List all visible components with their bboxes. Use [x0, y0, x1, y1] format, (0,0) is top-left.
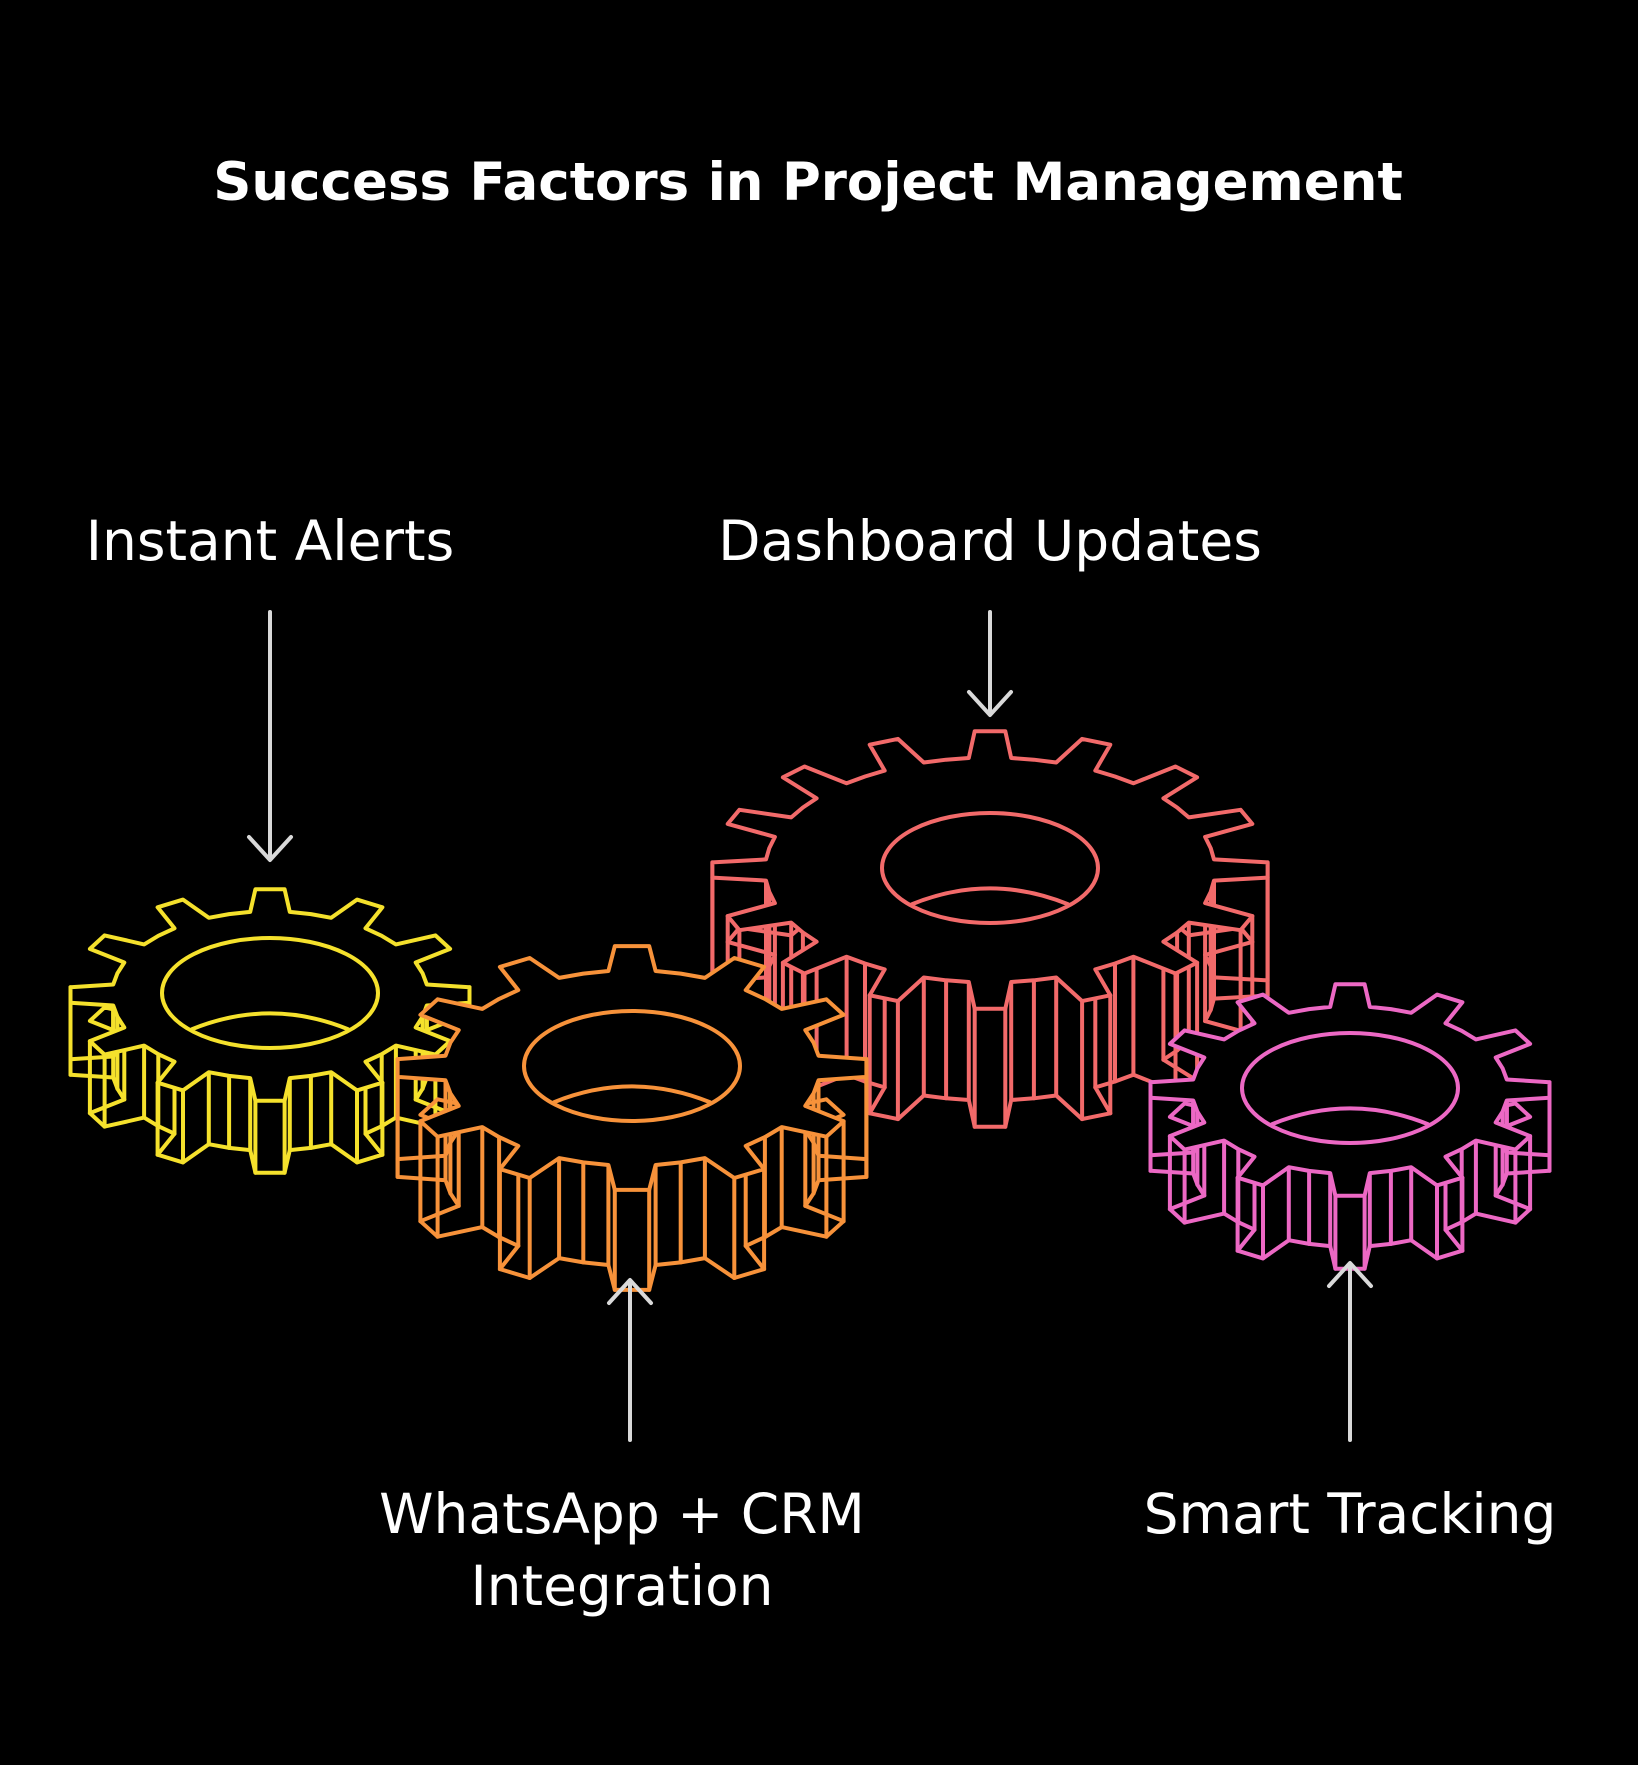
gear-hole-inner-edge: [190, 1011, 350, 1032]
gear-hole-inner-edge: [910, 886, 1070, 907]
instant-alerts-arrow: [247, 610, 293, 862]
instant-alerts-gear-icon: [68, 887, 472, 1175]
instant-alerts-label: Instant Alerts: [86, 509, 454, 573]
gear-top-face: [710, 729, 1270, 1011]
whatsapp-crm-arrow: [607, 1278, 653, 1442]
gear-hole-inner-edge: [1270, 1106, 1430, 1127]
gear-top-face: [395, 944, 869, 1192]
gear-hole: [160, 936, 380, 1050]
gear-top-face: [1148, 982, 1552, 1198]
whatsapp-crm-label-line-2: Integration: [470, 1554, 773, 1618]
smart-tracking-gear-icon: [1148, 982, 1552, 1271]
whatsapp-crm-gear-icon: [395, 944, 869, 1292]
gear-hole: [880, 811, 1100, 925]
gear-hole-inner-edge: [552, 1084, 712, 1105]
whatsapp-crm-label-line-1: WhatsApp + CRM: [379, 1482, 865, 1546]
dashboard-updates-label: Dashboard Updates: [718, 509, 1262, 573]
gear-hole: [522, 1009, 742, 1123]
gear-top-face: [68, 887, 472, 1103]
dashboard-updates-arrow: [967, 610, 1013, 717]
diagram-title: Success Factors in Project Management: [213, 152, 1403, 213]
gear-hole: [1240, 1031, 1460, 1145]
smart-tracking-label: Smart Tracking: [1144, 1482, 1557, 1546]
smart-tracking-arrow: [1327, 1261, 1373, 1442]
